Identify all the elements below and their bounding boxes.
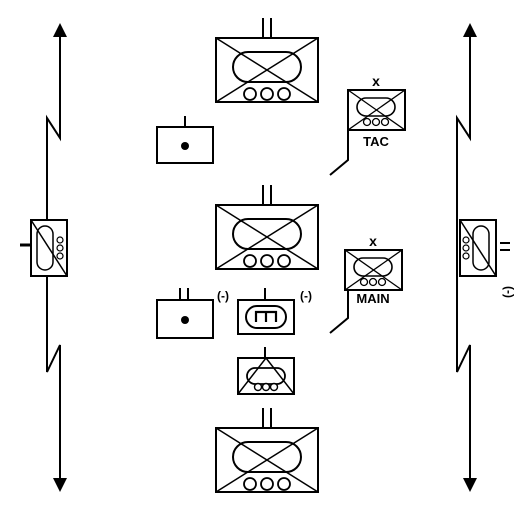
right-flank-armor-unit: [459, 219, 510, 277]
battalion-middle: [215, 185, 319, 270]
main-echelon-mark: x: [369, 233, 377, 249]
right-flank-reduced-label: (-): [502, 286, 516, 298]
artillery-unit-lower: [156, 288, 214, 339]
engineer-reduced-label: (-): [300, 289, 312, 303]
artillery-reduced-label: (-): [217, 289, 229, 303]
artillery-unit-upper: [156, 116, 214, 164]
air-defense-unit: [237, 347, 295, 395]
main-label: MAIN: [356, 291, 389, 306]
tac-command-post: [329, 89, 406, 176]
left-boundary: [46, 23, 67, 492]
left-flank-armor-unit: [20, 219, 68, 277]
battalion-top: [215, 18, 319, 103]
engineer-unit: [237, 288, 295, 335]
tac-echelon-mark: x: [372, 73, 380, 89]
battalion-bottom: [215, 408, 319, 493]
main-command-post: [329, 249, 403, 334]
right-boundary: [456, 23, 477, 492]
tac-label: TAC: [363, 134, 389, 149]
